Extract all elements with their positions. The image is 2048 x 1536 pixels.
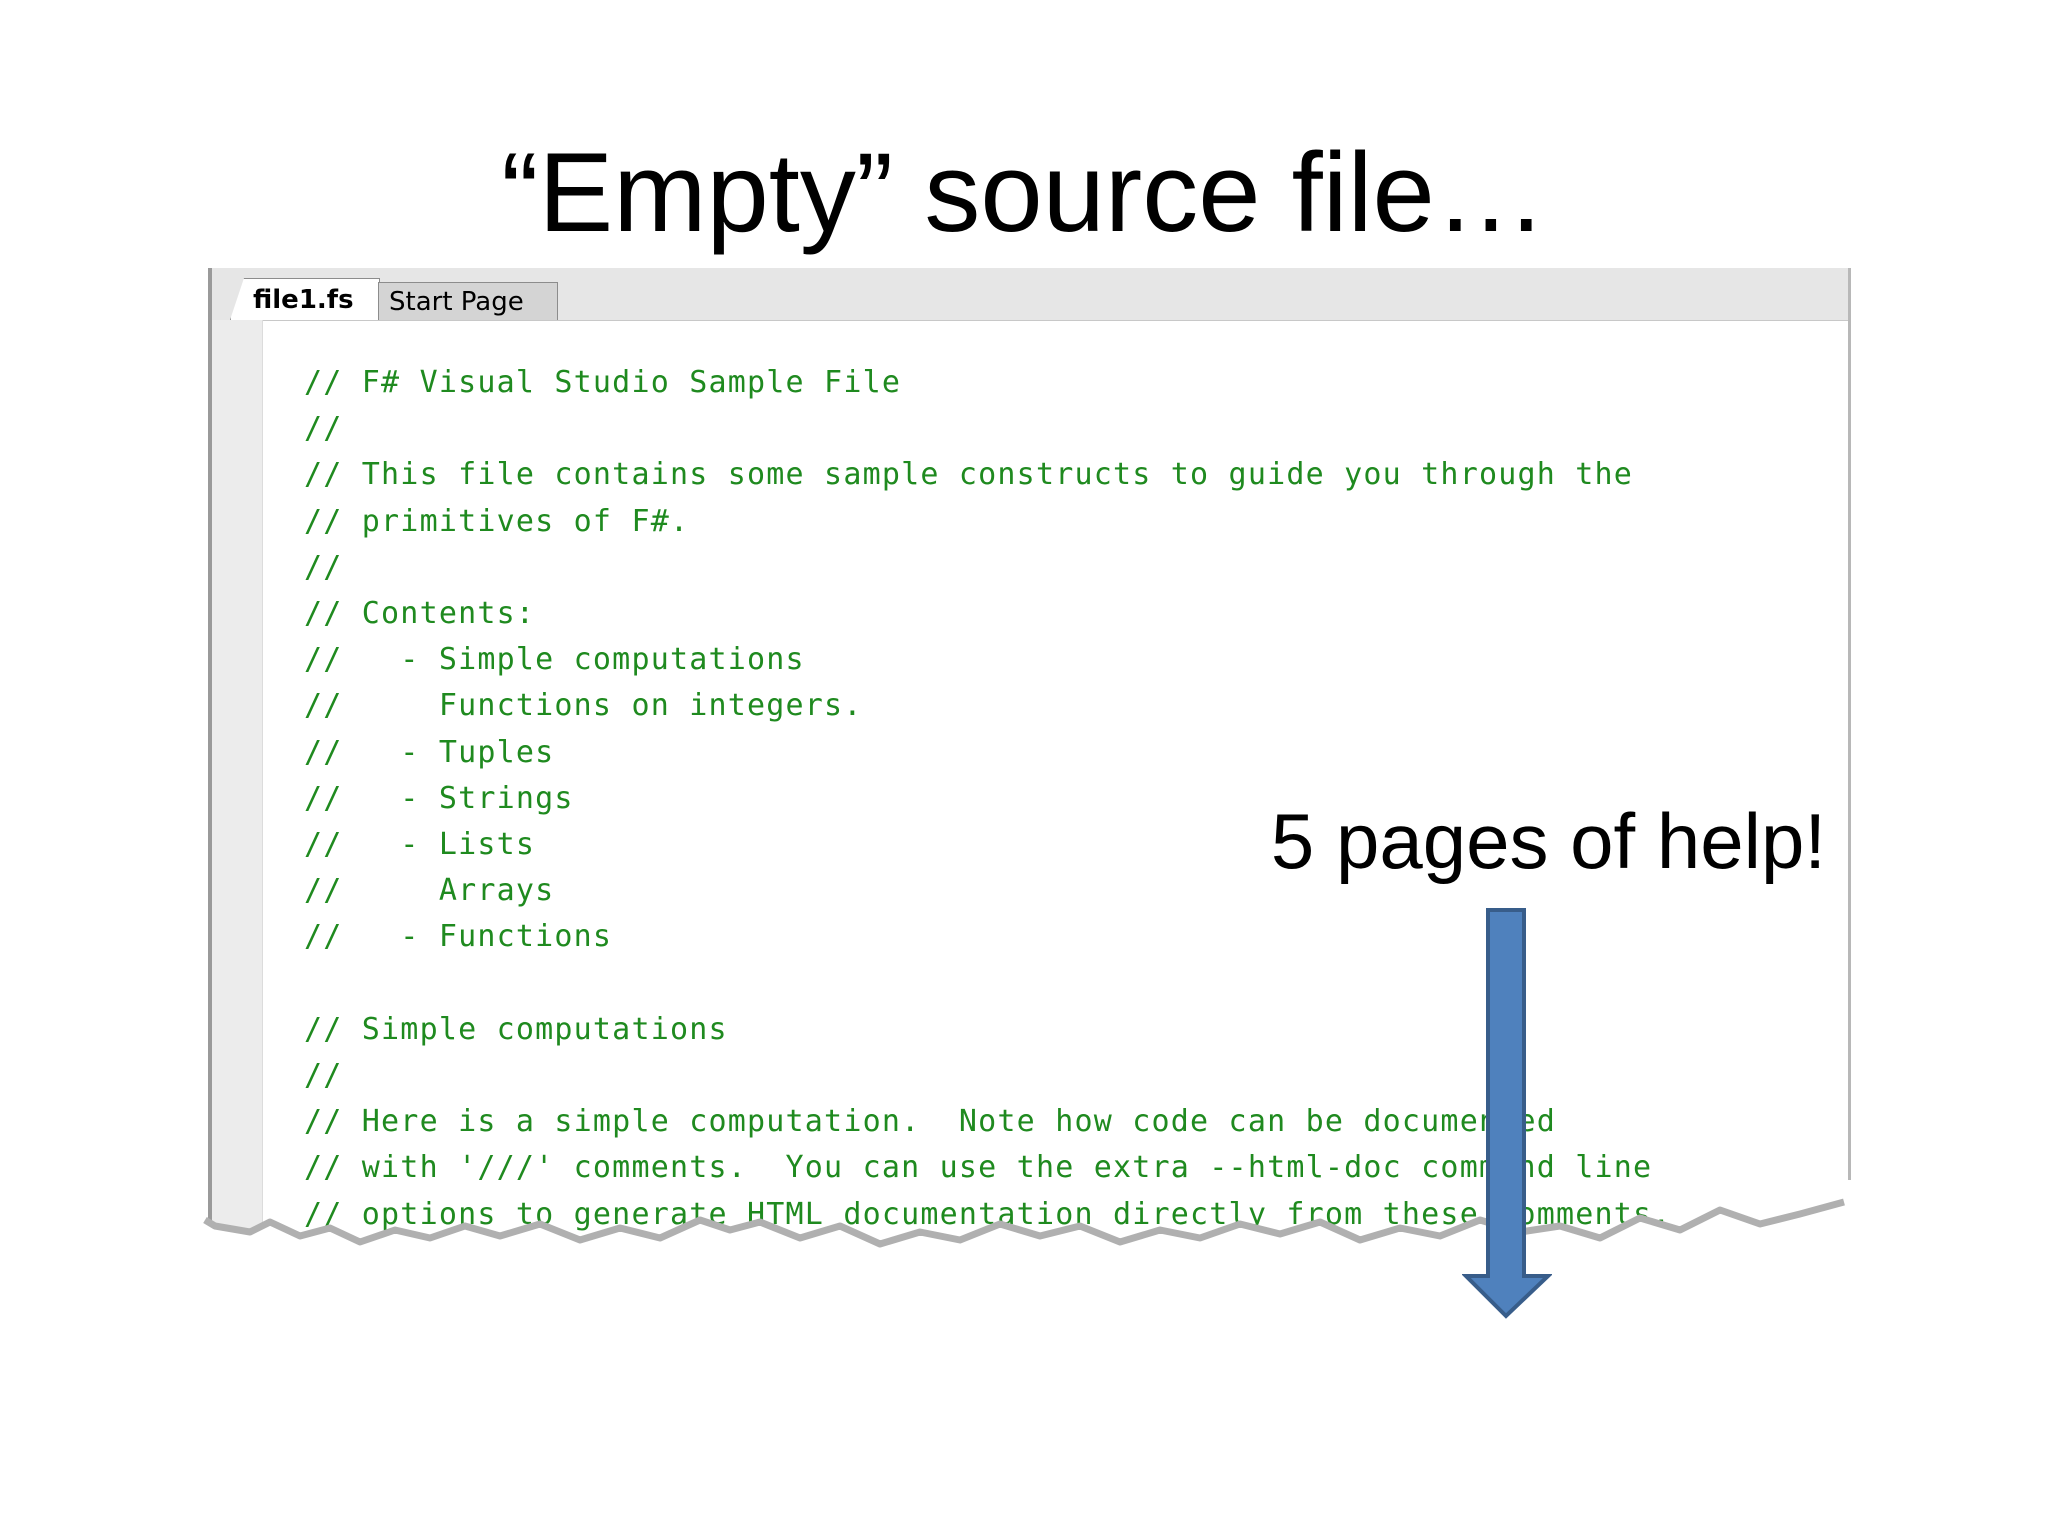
torn-page-edge: [0, 1180, 2048, 1536]
tab-file1-fs[interactable]: file1.fs: [230, 278, 380, 320]
help-annotation: 5 pages of help!: [1270, 797, 1826, 885]
code-line: // This file contains some sample constr…: [304, 457, 1634, 493]
slide-title: “Empty” source file…: [501, 130, 1547, 255]
tab-strip: file1.fs Start Page: [212, 268, 1848, 321]
code-line: // Here is a simple computation. Note ho…: [304, 1104, 1556, 1140]
code-editor[interactable]: file1.fs Start Page // F# Visual Studio …: [208, 268, 1851, 1268]
code-line: // F# Visual Studio Sample File: [304, 365, 902, 400]
down-arrow-icon: [1462, 908, 1552, 1319]
code-line: // - Simple computations: [304, 642, 805, 678]
code-line: // - Tuples: [304, 734, 555, 770]
code-line: //: [304, 549, 343, 585]
code-line: //: [304, 1058, 343, 1094]
torn-edge-line: [203, 1198, 1845, 1248]
code-text[interactable]: // F# Visual Studio Sample File // // Th…: [304, 360, 1672, 1238]
code-line: // primitives of F#.: [304, 503, 690, 539]
torn-edge-fill: [0, 1180, 2048, 1536]
editor-gutter: [212, 320, 263, 1268]
code-line: // - Strings: [304, 780, 574, 816]
code-line: // Contents:: [304, 596, 536, 632]
code-line: // Arrays: [304, 873, 555, 909]
code-line: // - Lists: [304, 827, 536, 863]
tab-start-page[interactable]: Start Page: [378, 282, 558, 320]
code-line: //: [304, 411, 343, 447]
code-line: // - Functions: [304, 919, 613, 955]
code-line: // Functions on integers.: [304, 688, 863, 724]
code-line: // Simple computations: [304, 1011, 728, 1047]
